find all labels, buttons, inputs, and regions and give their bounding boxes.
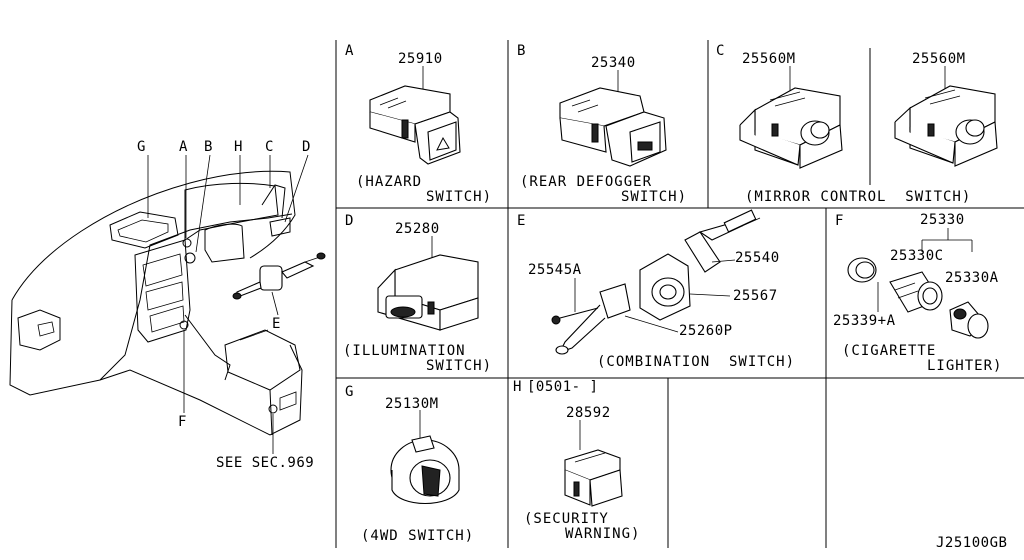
panel-f-letter: F [835, 213, 844, 229]
panel-f-part-25339a[interactable]: 25339+A [833, 313, 896, 329]
panel-g-part-number[interactable]: 25130M [385, 396, 439, 412]
panel-e-caption: (COMBINATION SWITCH) [597, 354, 796, 370]
panel-f-caption-2: LIGHTER) [927, 358, 1003, 374]
callout-c[interactable]: C [265, 139, 274, 155]
panel-h-date-range: [0501- ] [527, 379, 599, 395]
panel-h-letter: H [513, 379, 522, 395]
panel-f-part-25330a[interactable]: 25330A [945, 270, 999, 286]
panel-c-caption: (MIRROR CONTROL SWITCH) [745, 189, 972, 205]
panel-h-caption-2: WARNING) [565, 526, 641, 542]
callout-a[interactable]: A [179, 139, 188, 155]
panel-a-caption-2: SWITCH) [426, 189, 493, 205]
panel-h-caption-1: (SECURITY [524, 511, 609, 527]
callout-d[interactable]: D [302, 139, 311, 155]
panel-f-part-25330[interactable]: 25330 [920, 212, 965, 228]
callout-b[interactable]: B [204, 139, 213, 155]
see-section-reference[interactable]: SEE SEC.969 [216, 455, 315, 471]
panel-d-part-number[interactable]: 25280 [395, 221, 440, 237]
panel-e-part-25540[interactable]: 25540 [735, 250, 780, 266]
hazard-switch-drawing [369, 66, 461, 165]
panel-f-caption-1: (CIGARETTE [842, 343, 937, 359]
panel-e-part-25567[interactable]: 25567 [733, 288, 778, 304]
cigarette-lighter-drawing [847, 228, 989, 339]
dashboard-illustration [9, 154, 326, 454]
panel-g-caption: (4WD SWITCH) [361, 528, 475, 544]
panel-a-part-number[interactable]: 25910 [398, 51, 443, 67]
diagram-code: J25100GB [936, 535, 1008, 551]
panel-b-caption-2: SWITCH) [621, 189, 688, 205]
panel-f-part-25330c[interactable]: 25330C [890, 248, 944, 264]
panel-a-caption-1: (HAZARD [356, 174, 423, 190]
callout-e[interactable]: E [272, 316, 281, 332]
panel-e-part-25545a[interactable]: 25545A [528, 262, 582, 278]
panel-b-letter: B [517, 43, 526, 59]
callout-f[interactable]: F [178, 414, 187, 430]
combination-switch-drawing [551, 209, 761, 355]
illumination-switch-drawing [377, 236, 479, 331]
panel-h-part-number[interactable]: 28592 [566, 405, 611, 421]
panel-c-part-number-right[interactable]: 25560M [912, 51, 966, 67]
mirror-control-switch-right-drawing [894, 66, 998, 167]
4wd-switch-drawing [390, 410, 460, 505]
rear-defogger-switch-drawing [559, 70, 667, 167]
callout-g[interactable]: G [137, 139, 146, 155]
panel-d-caption-2: SWITCH) [426, 358, 493, 374]
panel-a-letter: A [345, 43, 354, 59]
panel-d-caption-1: (ILLUMINATION [343, 343, 466, 359]
panel-b-caption-1: (REAR DEFOGGER [520, 174, 653, 190]
panel-e-part-25260p[interactable]: 25260P [679, 323, 733, 339]
panel-e-letter: E [517, 213, 526, 229]
callout-h[interactable]: H [234, 139, 243, 155]
panel-g-letter: G [345, 384, 354, 400]
security-warning-drawing [564, 420, 623, 507]
panel-d-letter: D [345, 213, 354, 229]
panel-c-part-number-left[interactable]: 25560M [742, 51, 796, 67]
panel-grid [335, 40, 1024, 548]
mirror-control-switch-left-drawing [739, 66, 843, 169]
panel-c-letter: C [716, 43, 725, 59]
panel-b-part-number[interactable]: 25340 [591, 55, 636, 71]
